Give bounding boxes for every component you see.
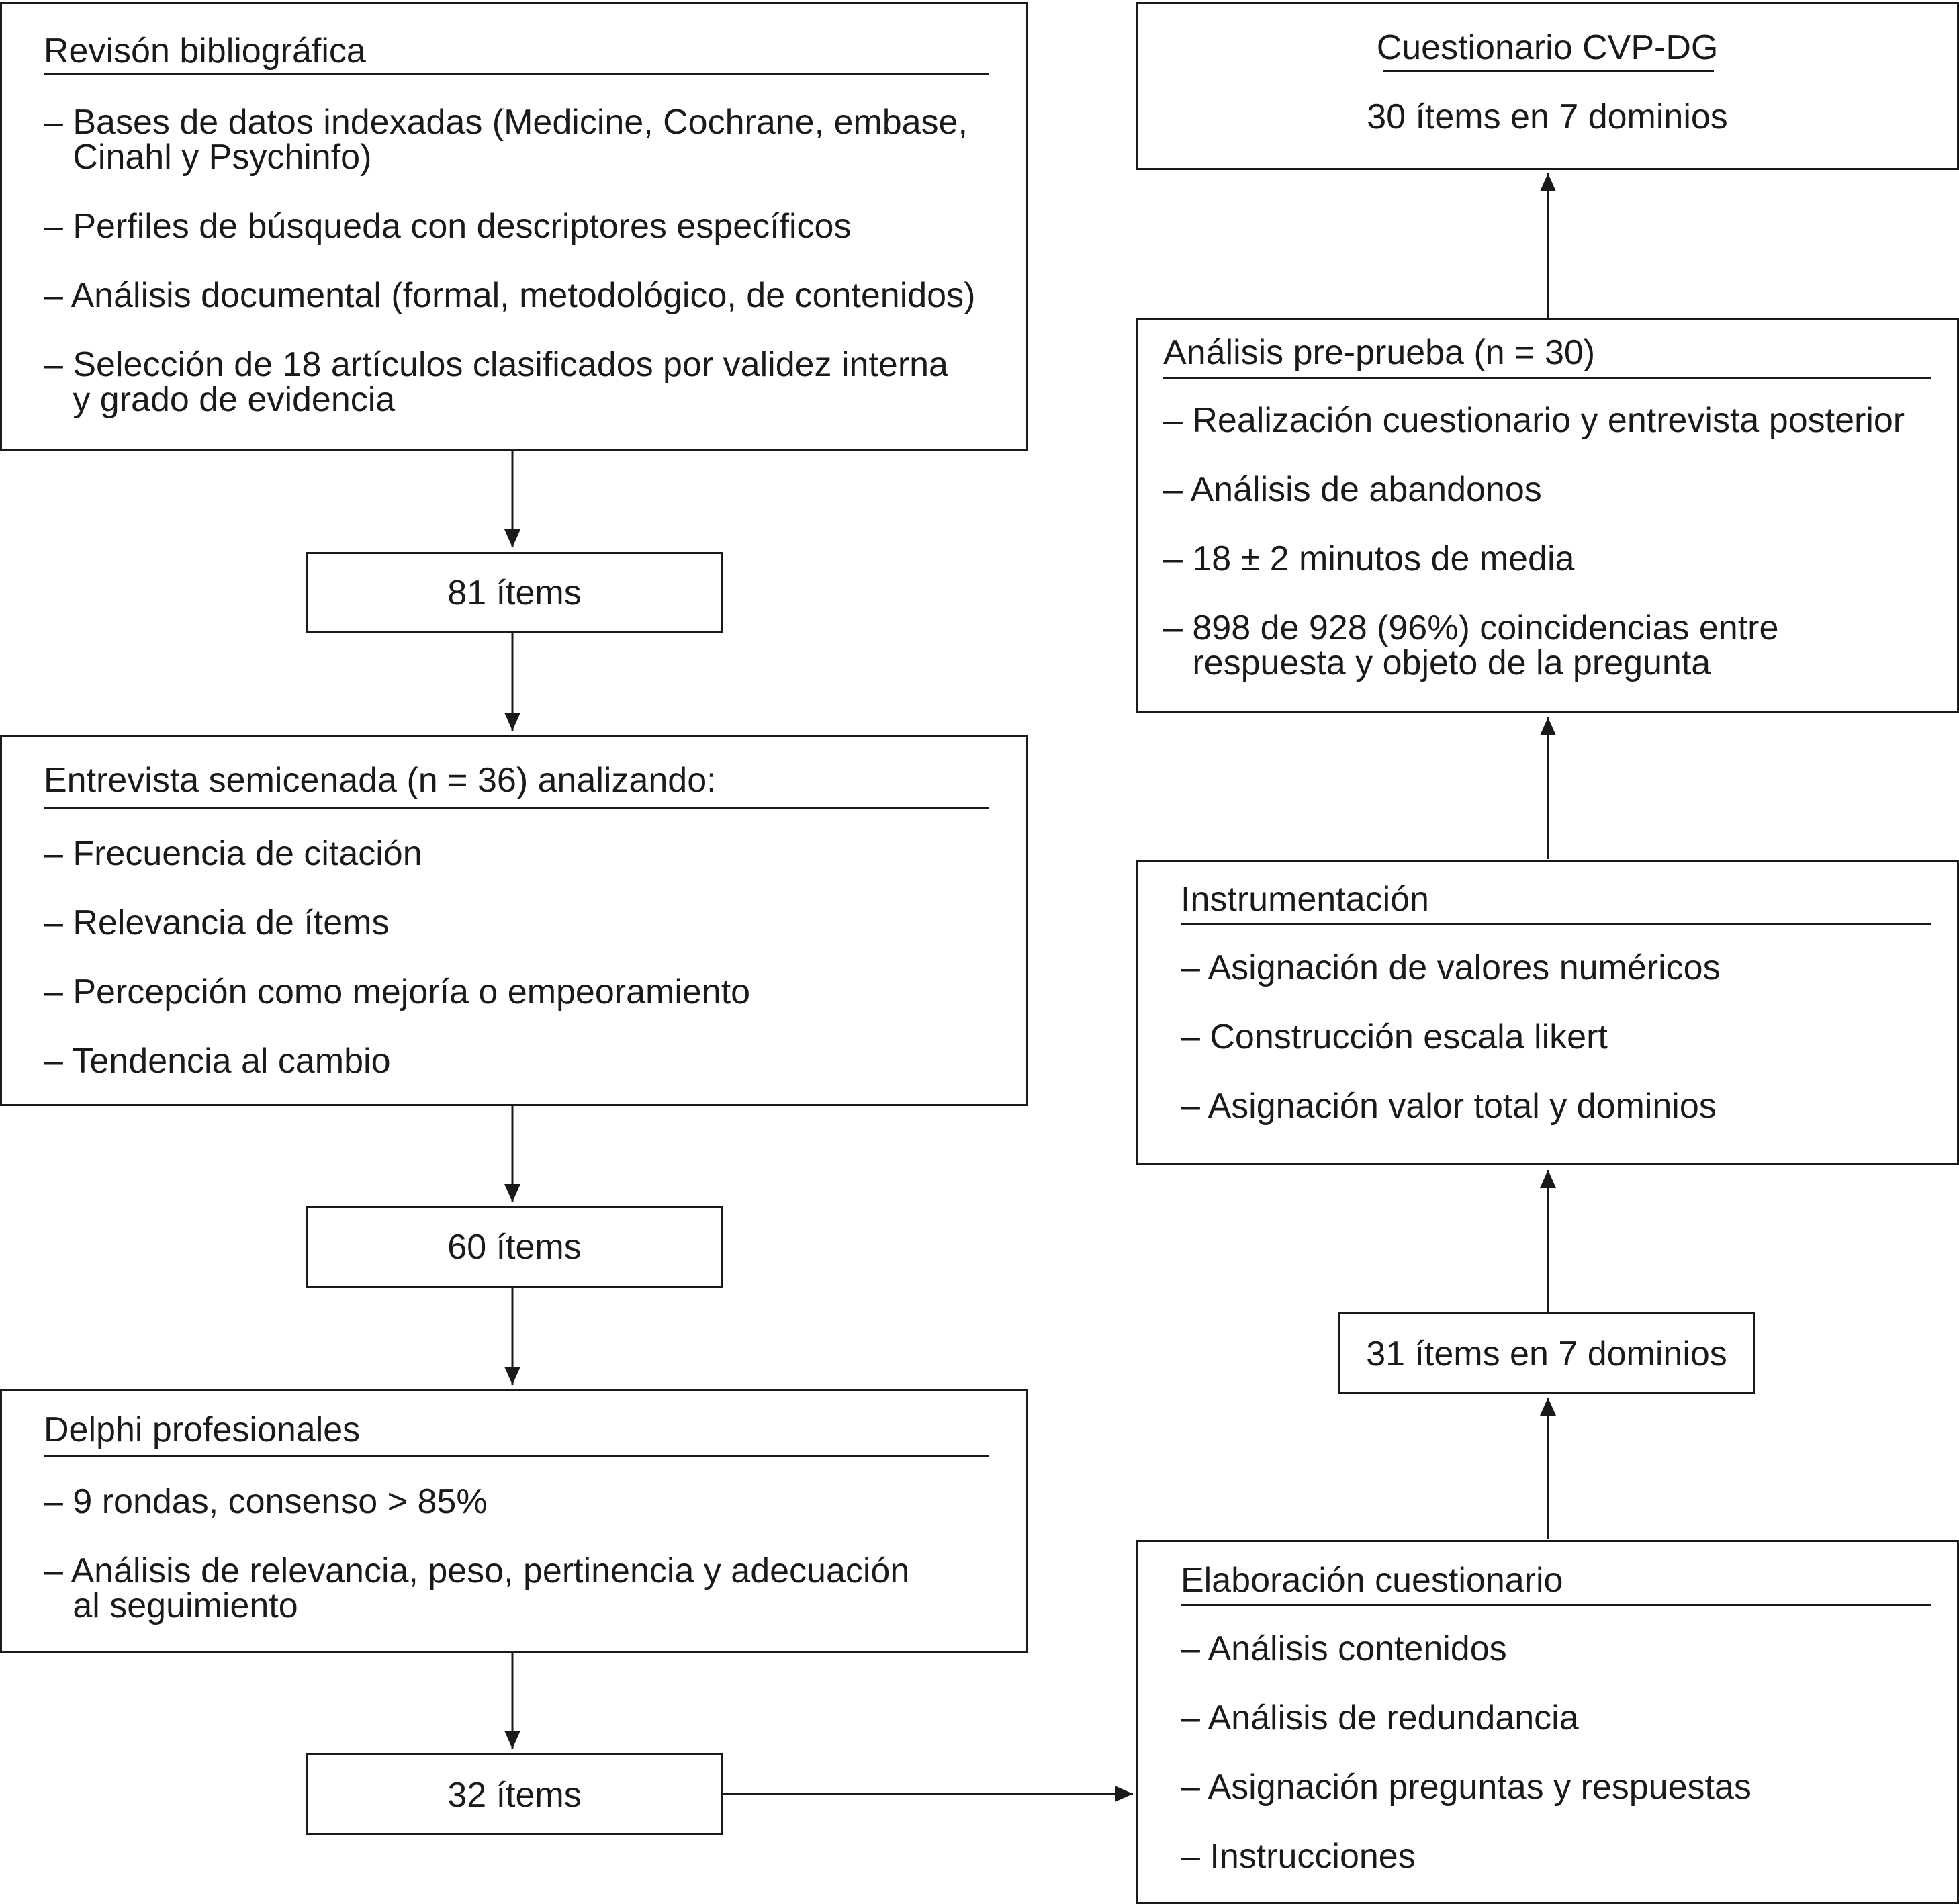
instrumentacion-item-1: – Asignación de valores numéricos [1181,948,1721,987]
delphi-item-2: – Análisis de relevancia, peso, pertinen… [44,1551,910,1625]
revision-item-2: – Perfiles de búsqueda con descriptores … [44,207,852,246]
count-60-box: 60 ítems [306,1206,723,1288]
elaboracion-box: Elaboración cuestionario – Análisis cont… [1136,1540,1959,1904]
instrumentacion-title: Instrumentación [1181,880,1429,919]
count-32-label: 32 ítems [447,1776,582,1815]
revision-title: Revisón bibliográfica [44,32,366,71]
analisis-title-rule [1163,377,1931,379]
entrevista-title: Entrevista semicenada (n = 36) analizand… [44,761,717,800]
cuestionario-title: Cuestionario CVP-DG [1376,28,1719,67]
revision-box: Revisón bibliográfica – Bases de datos i… [0,2,1028,451]
analisis-item-3: – 18 ± 2 minutos de media [1163,539,1575,578]
instrumentacion-item-2: – Construcción escala likert [1181,1017,1608,1056]
revision-title-rule [44,73,989,75]
entrevista-box: Entrevista semicenada (n = 36) analizand… [0,735,1028,1106]
elaboracion-item-4: – Instrucciones [1181,1837,1416,1876]
analisis-item-4: – 898 de 928 (96%) coincidencias entre r… [1163,608,1779,682]
entrevista-item-4: – Tendencia al cambio [44,1042,391,1081]
instrumentacion-item-3: – Asignación valor total y dominios [1181,1087,1717,1126]
elaboracion-title: Elaboración cuestionario [1181,1561,1563,1600]
delphi-title-rule [44,1455,989,1457]
delphi-item-1: – 9 rondas, consenso > 85% [44,1482,488,1521]
analisis-box: Análisis pre-prueba (n = 30) – Realizaci… [1136,318,1959,713]
elaboracion-title-rule [1181,1604,1931,1606]
elaboracion-item-1: – Análisis contenidos [1181,1629,1507,1668]
cuestionario-box: Cuestionario CVP-DG 30 ítems en 7 domini… [1136,2,1959,170]
revision-item-4: – Selección de 18 artículos clasificados… [44,345,948,419]
cuestionario-subtitle: 30 ítems en 7 dominios [1367,97,1728,136]
count-60-label: 60 ítems [447,1228,582,1267]
entrevista-item-3: – Percepción como mejoría o empeoramient… [44,972,751,1011]
instrumentacion-box: Instrumentación – Asignación de valores … [1136,860,1959,1165]
count-81-label: 81 ítems [447,574,582,613]
cuestionario-title-rule [1383,70,1714,72]
analisis-item-1: – Realización cuestionario y entrevista … [1163,401,1905,440]
entrevista-item-1: – Frecuencia de citación [44,834,422,873]
delphi-box: Delphi profesionales – 9 rondas, consens… [0,1389,1028,1653]
count-81-box: 81 ítems [306,552,723,633]
instrumentacion-title-rule [1181,923,1931,925]
elaboracion-item-3: – Asignación preguntas y respuestas [1181,1768,1751,1807]
analisis-item-2: – Análisis de abandonos [1163,470,1542,509]
count-31-label: 31 ítems en 7 dominios [1366,1334,1727,1373]
entrevista-item-2: – Relevancia de ítems [44,903,390,942]
delphi-title: Delphi profesionales [44,1410,361,1449]
revision-item-3: – Análisis documental (formal, metodológ… [44,276,976,315]
analisis-title: Análisis pre-prueba (n = 30) [1163,333,1596,372]
count-32-box: 32 ítems [306,1753,723,1835]
entrevista-title-rule [44,807,989,809]
elaboracion-item-2: – Análisis de redundancia [1181,1698,1579,1737]
revision-item-1: – Bases de datos indexadas (Medicine, Co… [44,103,968,177]
count-31-box: 31 ítems en 7 dominios [1338,1312,1755,1394]
